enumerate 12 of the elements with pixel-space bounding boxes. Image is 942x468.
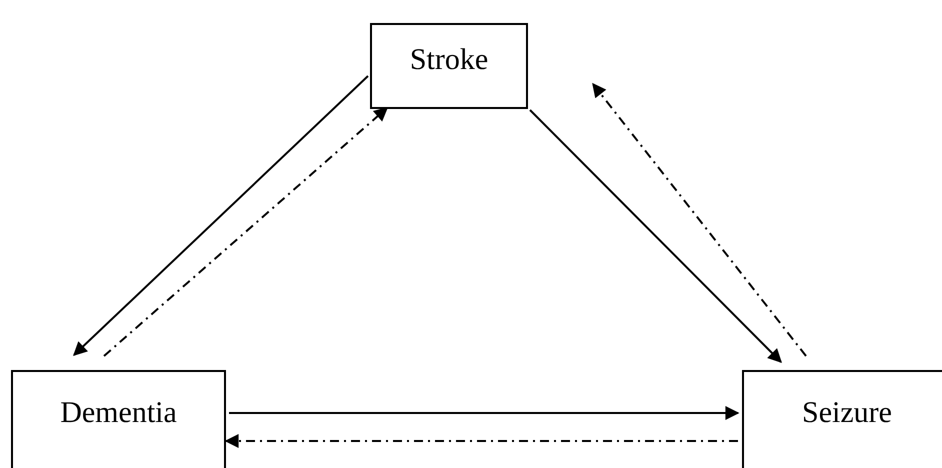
arrow: [529, 109, 782, 363]
node-label: Seizure: [802, 396, 892, 431]
node-label: Stroke: [410, 43, 488, 78]
arrow: [72, 75, 369, 356]
arrow: [229, 406, 740, 420]
arrow: [103, 107, 388, 357]
arrow: [224, 434, 738, 448]
arrow: [592, 82, 807, 357]
process-box: [742, 370, 942, 468]
node-label: Dementia: [60, 396, 177, 431]
process-box: [370, 23, 528, 109]
process-box: [11, 370, 226, 468]
